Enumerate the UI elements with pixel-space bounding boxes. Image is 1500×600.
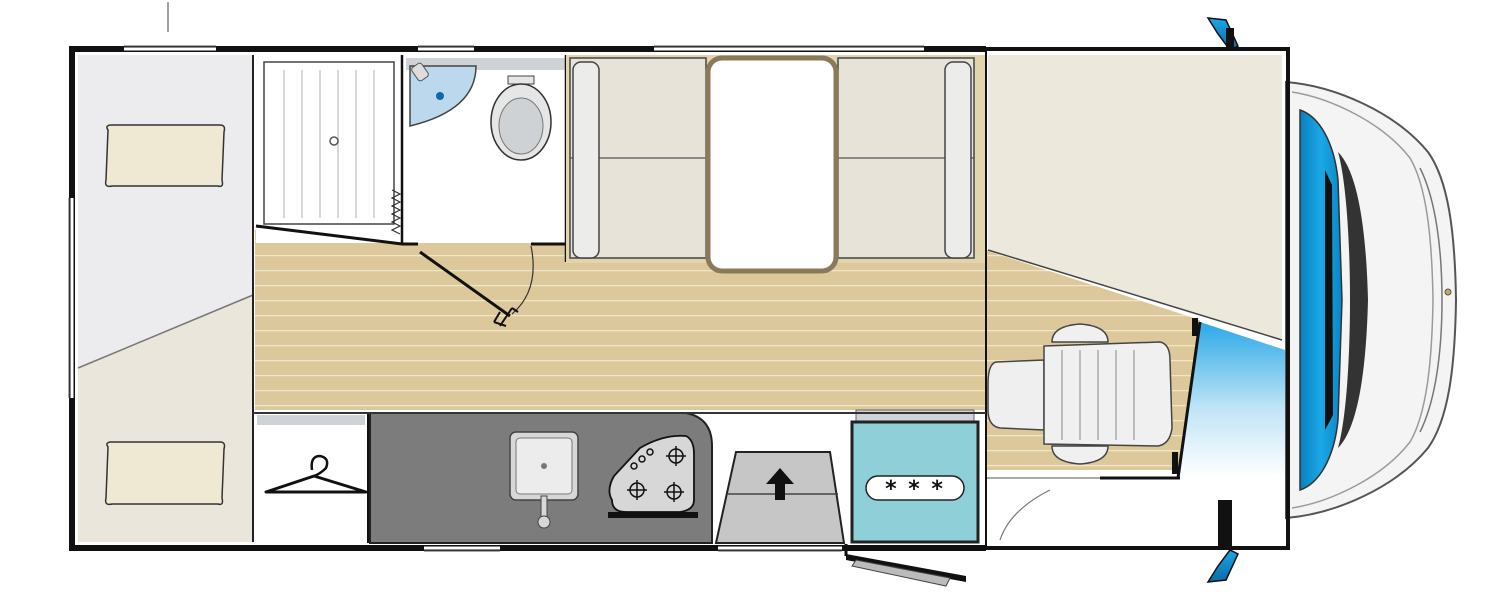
wardrobe [255,413,369,543]
fridge-rating-label: * * * [885,477,945,502]
pillow-bottom [104,441,226,506]
pillow-top [104,124,226,188]
fridge-badge [865,475,965,501]
windows [70,47,924,550]
arrow-up-icon [766,468,794,500]
hob [608,434,698,518]
toilet [490,75,552,161]
cab [985,55,1283,541]
washroom [400,55,568,327]
cab-window [1180,322,1285,478]
dinette [566,55,986,274]
entrance-step [714,451,846,544]
sink [509,431,579,529]
door-handle[interactable] [493,307,519,327]
washroom-door[interactable] [419,250,511,318]
driver-seat [987,323,1173,465]
shower [255,55,403,246]
windscreen [1299,108,1343,492]
rear-double-bed [77,55,254,542]
shower-drain [329,136,339,146]
mirror-bottom [1206,549,1239,583]
vehicle-front [1206,17,1458,583]
dining-table [705,55,839,274]
kitchen [369,412,713,544]
fridge: * * * [850,409,980,544]
entry-door[interactable] [844,544,966,587]
hanger-icon [264,454,368,494]
cab-bed-panel [988,55,1282,340]
